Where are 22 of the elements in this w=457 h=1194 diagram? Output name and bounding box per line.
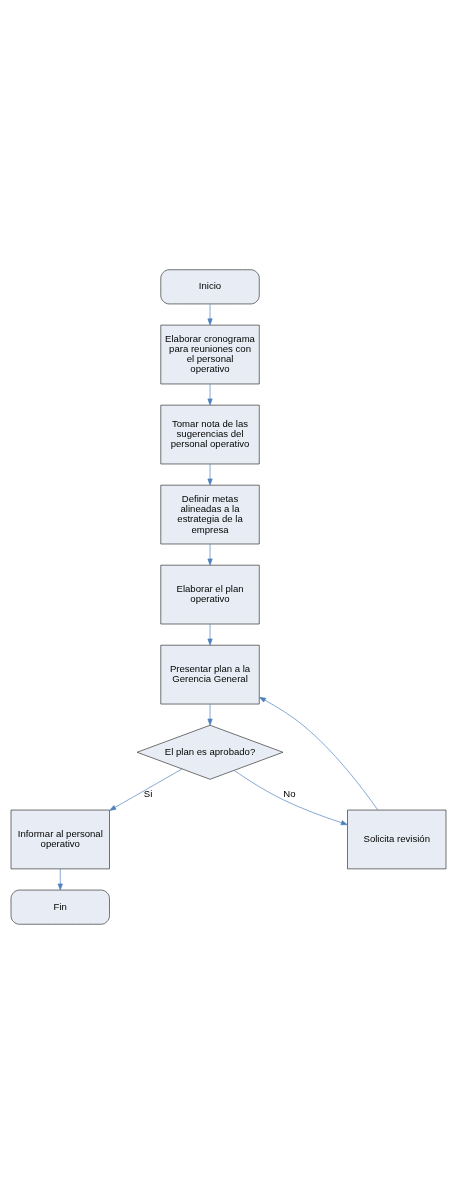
node-box: Elaborar cronograma para reuniones con el personal operativo (160, 324, 260, 385)
node-box: Inicio (160, 269, 260, 305)
node-box: Presentar plan a la Gerencia General (160, 644, 260, 705)
arrow (207, 623, 213, 646)
arrow (207, 703, 213, 726)
node-box: Elaborar el plan operativo (160, 564, 260, 625)
arrow (57, 868, 63, 891)
arrow (207, 463, 213, 486)
arrow (207, 543, 213, 566)
edge-label: No (283, 788, 296, 800)
node-box: Informar al personal operativo (10, 809, 110, 870)
edge-label: Si (143, 788, 153, 800)
node-box: Tomar nota de las sugerencias del personal operativo (160, 404, 260, 465)
arrow (207, 383, 213, 406)
arrow (233, 770, 348, 826)
arrow (109, 768, 183, 811)
arrow (207, 303, 213, 326)
node-diamond: El plan es aprobado? (136, 724, 284, 780)
node-box: Solicita revisión (347, 809, 447, 870)
node-box: Fin (10, 889, 110, 925)
node-box: Definir metas alineadas a la estrategia de la empresa (160, 484, 260, 545)
arrow (259, 696, 379, 811)
